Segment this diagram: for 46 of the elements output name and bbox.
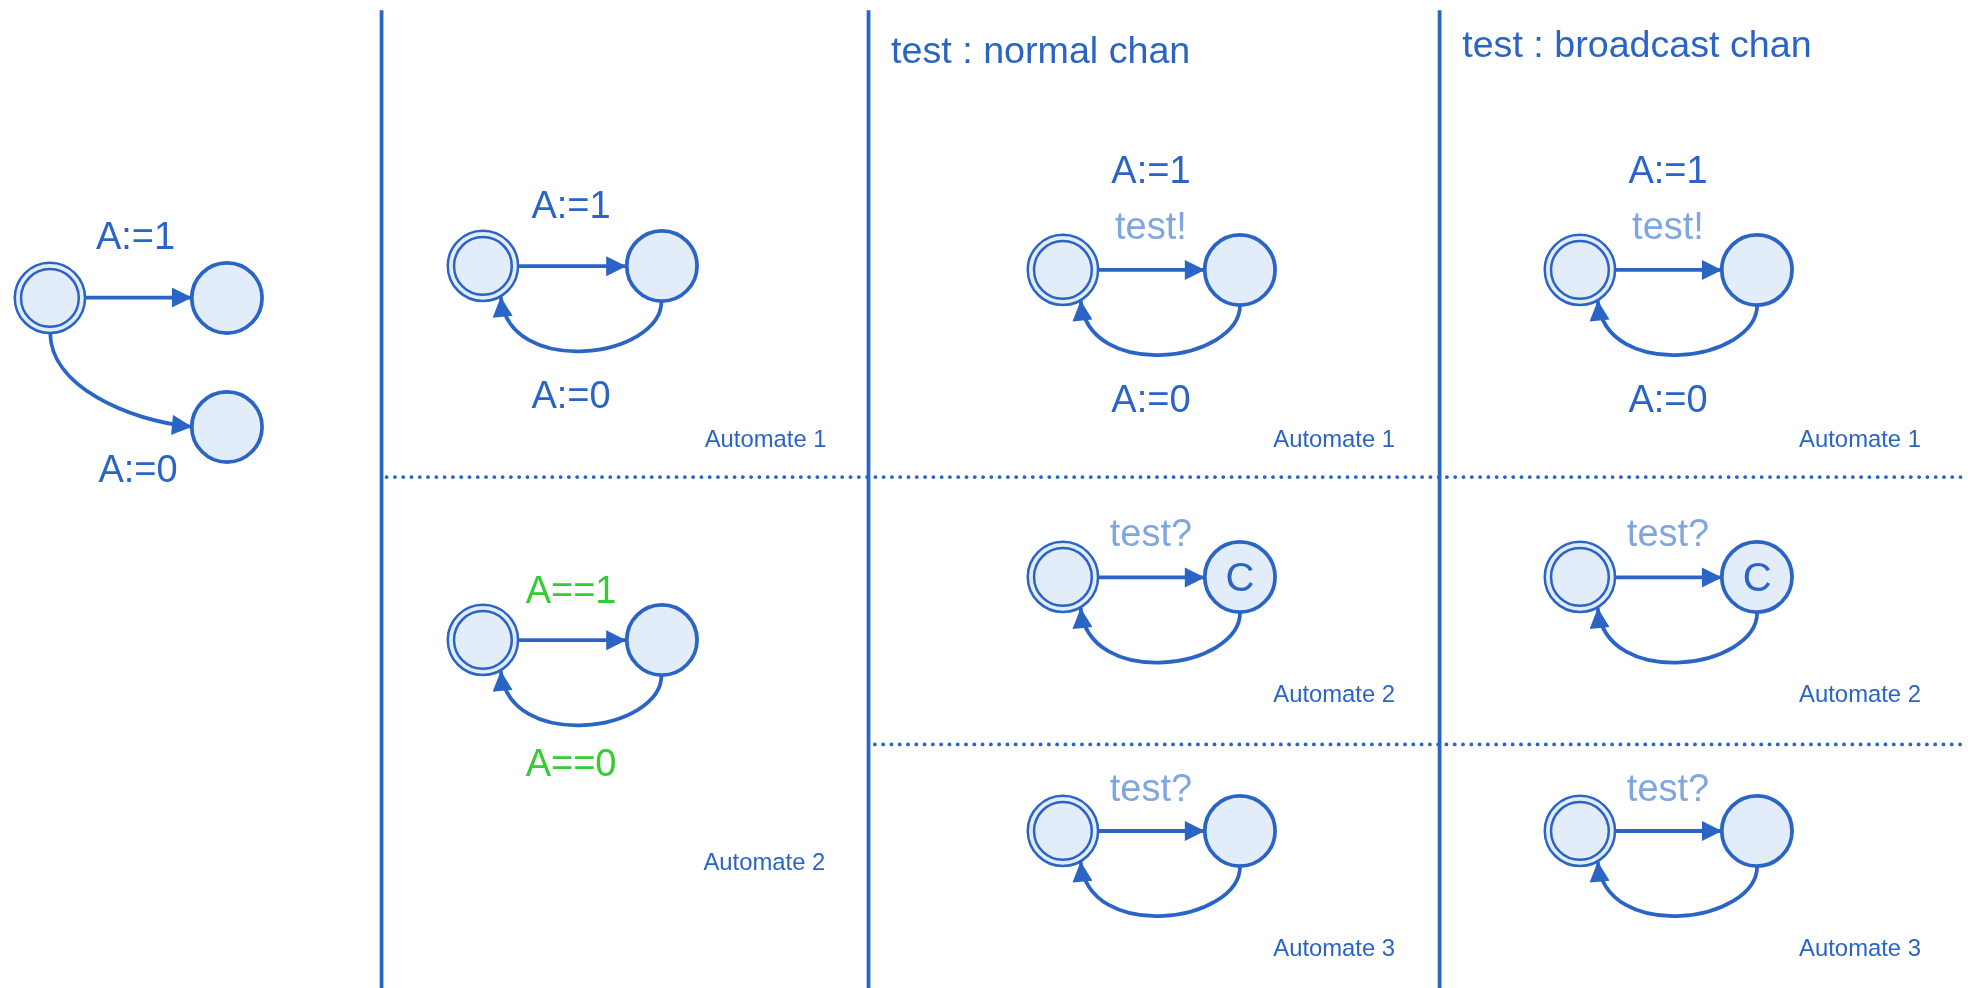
- transition-arrow: [1593, 607, 1759, 665]
- edge-label: A==0: [525, 741, 617, 787]
- automaton-label: Automate 3: [1799, 933, 1921, 962]
- state-circle: [622, 601, 701, 679]
- edge-label: A==1: [525, 567, 617, 613]
- edge-label: A:=0: [1628, 377, 1708, 423]
- state-circle: [1201, 230, 1279, 309]
- transition-arrow: [496, 296, 664, 353]
- automaton-label: Automate 1: [1799, 425, 1921, 454]
- transition-arrow: [1615, 567, 1722, 588]
- transition-arrow: [1615, 259, 1722, 280]
- transition-arrow: [1098, 820, 1205, 842]
- state-circle: [188, 258, 267, 337]
- automaton-label: Automate 1: [1273, 425, 1396, 454]
- edge-label: A:=0: [1111, 377, 1191, 423]
- automaton-label: Automate 2: [1273, 680, 1396, 709]
- panel-title: test : normal chan: [891, 28, 1191, 72]
- edge-label: test?: [1626, 766, 1710, 812]
- panel-title: test : broadcast chan: [1462, 22, 1812, 66]
- edge-label: A:=1 test!: [1111, 148, 1191, 250]
- edge-label: A:=1: [95, 213, 176, 259]
- transition-arrow: [1075, 300, 1242, 357]
- edge-label: A:=1 test!: [1628, 148, 1708, 250]
- edge-label: test?: [1109, 511, 1193, 557]
- transition-arrow: [1615, 820, 1722, 842]
- edge-label: test?: [1109, 766, 1193, 812]
- state-circle: [1201, 791, 1279, 870]
- state-circle: [1718, 791, 1797, 870]
- transition-arrow: [1098, 567, 1205, 588]
- automaton-label: Automate 2: [703, 848, 826, 877]
- state-circle: C: [1201, 538, 1279, 617]
- automaton-label: Automate 3: [1273, 933, 1396, 962]
- state-circle: C: [1718, 538, 1797, 617]
- edge-label: test?: [1626, 511, 1710, 557]
- transition-arrow: [1075, 861, 1242, 918]
- state-circle: [1718, 230, 1797, 309]
- transition-arrow: [1098, 259, 1205, 280]
- edge-label: A:=0: [531, 373, 611, 419]
- edge-label: A:=1: [531, 182, 611, 228]
- state-circle: [188, 387, 267, 466]
- automaton-label: Automate 1: [704, 425, 827, 454]
- state-circle: [622, 227, 701, 305]
- transition-arrow: [496, 670, 664, 727]
- transition-arrow: [1075, 607, 1242, 665]
- automaton-label: Automate 2: [1799, 680, 1921, 709]
- edge-label: A:=0: [98, 447, 178, 493]
